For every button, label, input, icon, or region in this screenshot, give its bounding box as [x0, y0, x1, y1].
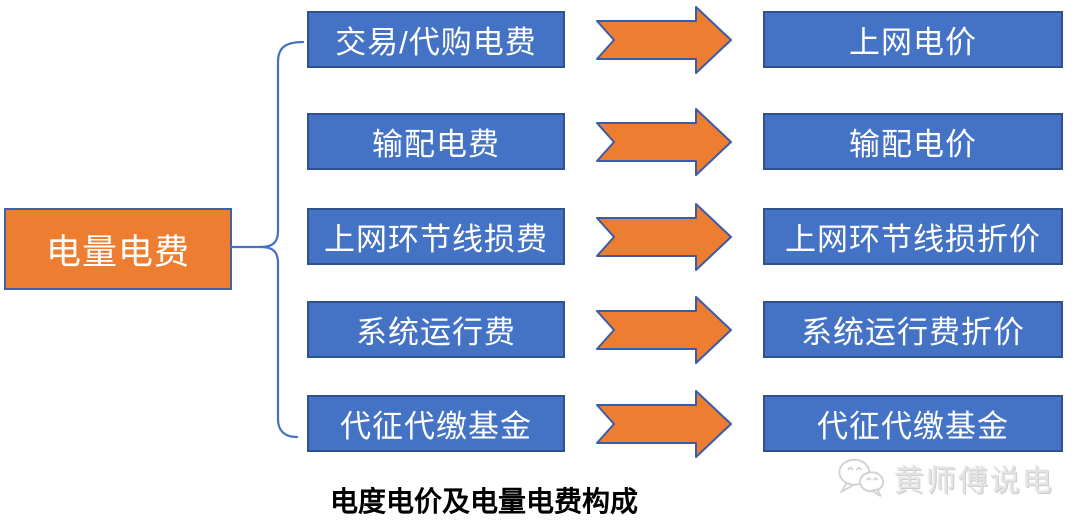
fee-box: 代征代缴基金 [307, 395, 565, 452]
fee-box: 交易/代购电费 [307, 11, 565, 68]
fee-box: 系统运行费 [307, 301, 565, 358]
watermark-text: 黄师傅说电 [894, 465, 1054, 498]
flow-row: 系统运行费 系统运行费折价 [0, 296, 1080, 364]
price-box: 代征代缴基金 [763, 395, 1063, 452]
fee-box: 上网环节线损费 [307, 208, 565, 265]
right-arrow-icon [596, 390, 732, 458]
watermark: 黄师傅说电 [836, 456, 1054, 500]
flow-row: 代征代缴基金 代征代缴基金 [0, 390, 1080, 458]
price-box: 上网电价 [763, 11, 1063, 68]
diagram-caption: 电度电价及电量电费构成 [329, 486, 638, 517]
wechat-icon [838, 458, 885, 498]
flow-row: 交易/代购电费 上网电价 [0, 6, 1080, 74]
right-arrow-icon [596, 296, 732, 364]
flow-row: 上网环节线损费 上网环节线损折价 [0, 203, 1080, 271]
price-box: 输配电价 [763, 113, 1063, 170]
flow-row: 输配电费 输配电价 [0, 108, 1080, 176]
fee-box: 输配电费 [307, 113, 565, 170]
price-box: 系统运行费折价 [763, 301, 1063, 358]
source-box: 电量电费 [4, 208, 232, 290]
right-arrow-icon [596, 6, 732, 74]
right-arrow-icon [596, 108, 732, 176]
price-box: 上网环节线损折价 [763, 208, 1063, 265]
right-arrow-icon [596, 203, 732, 271]
